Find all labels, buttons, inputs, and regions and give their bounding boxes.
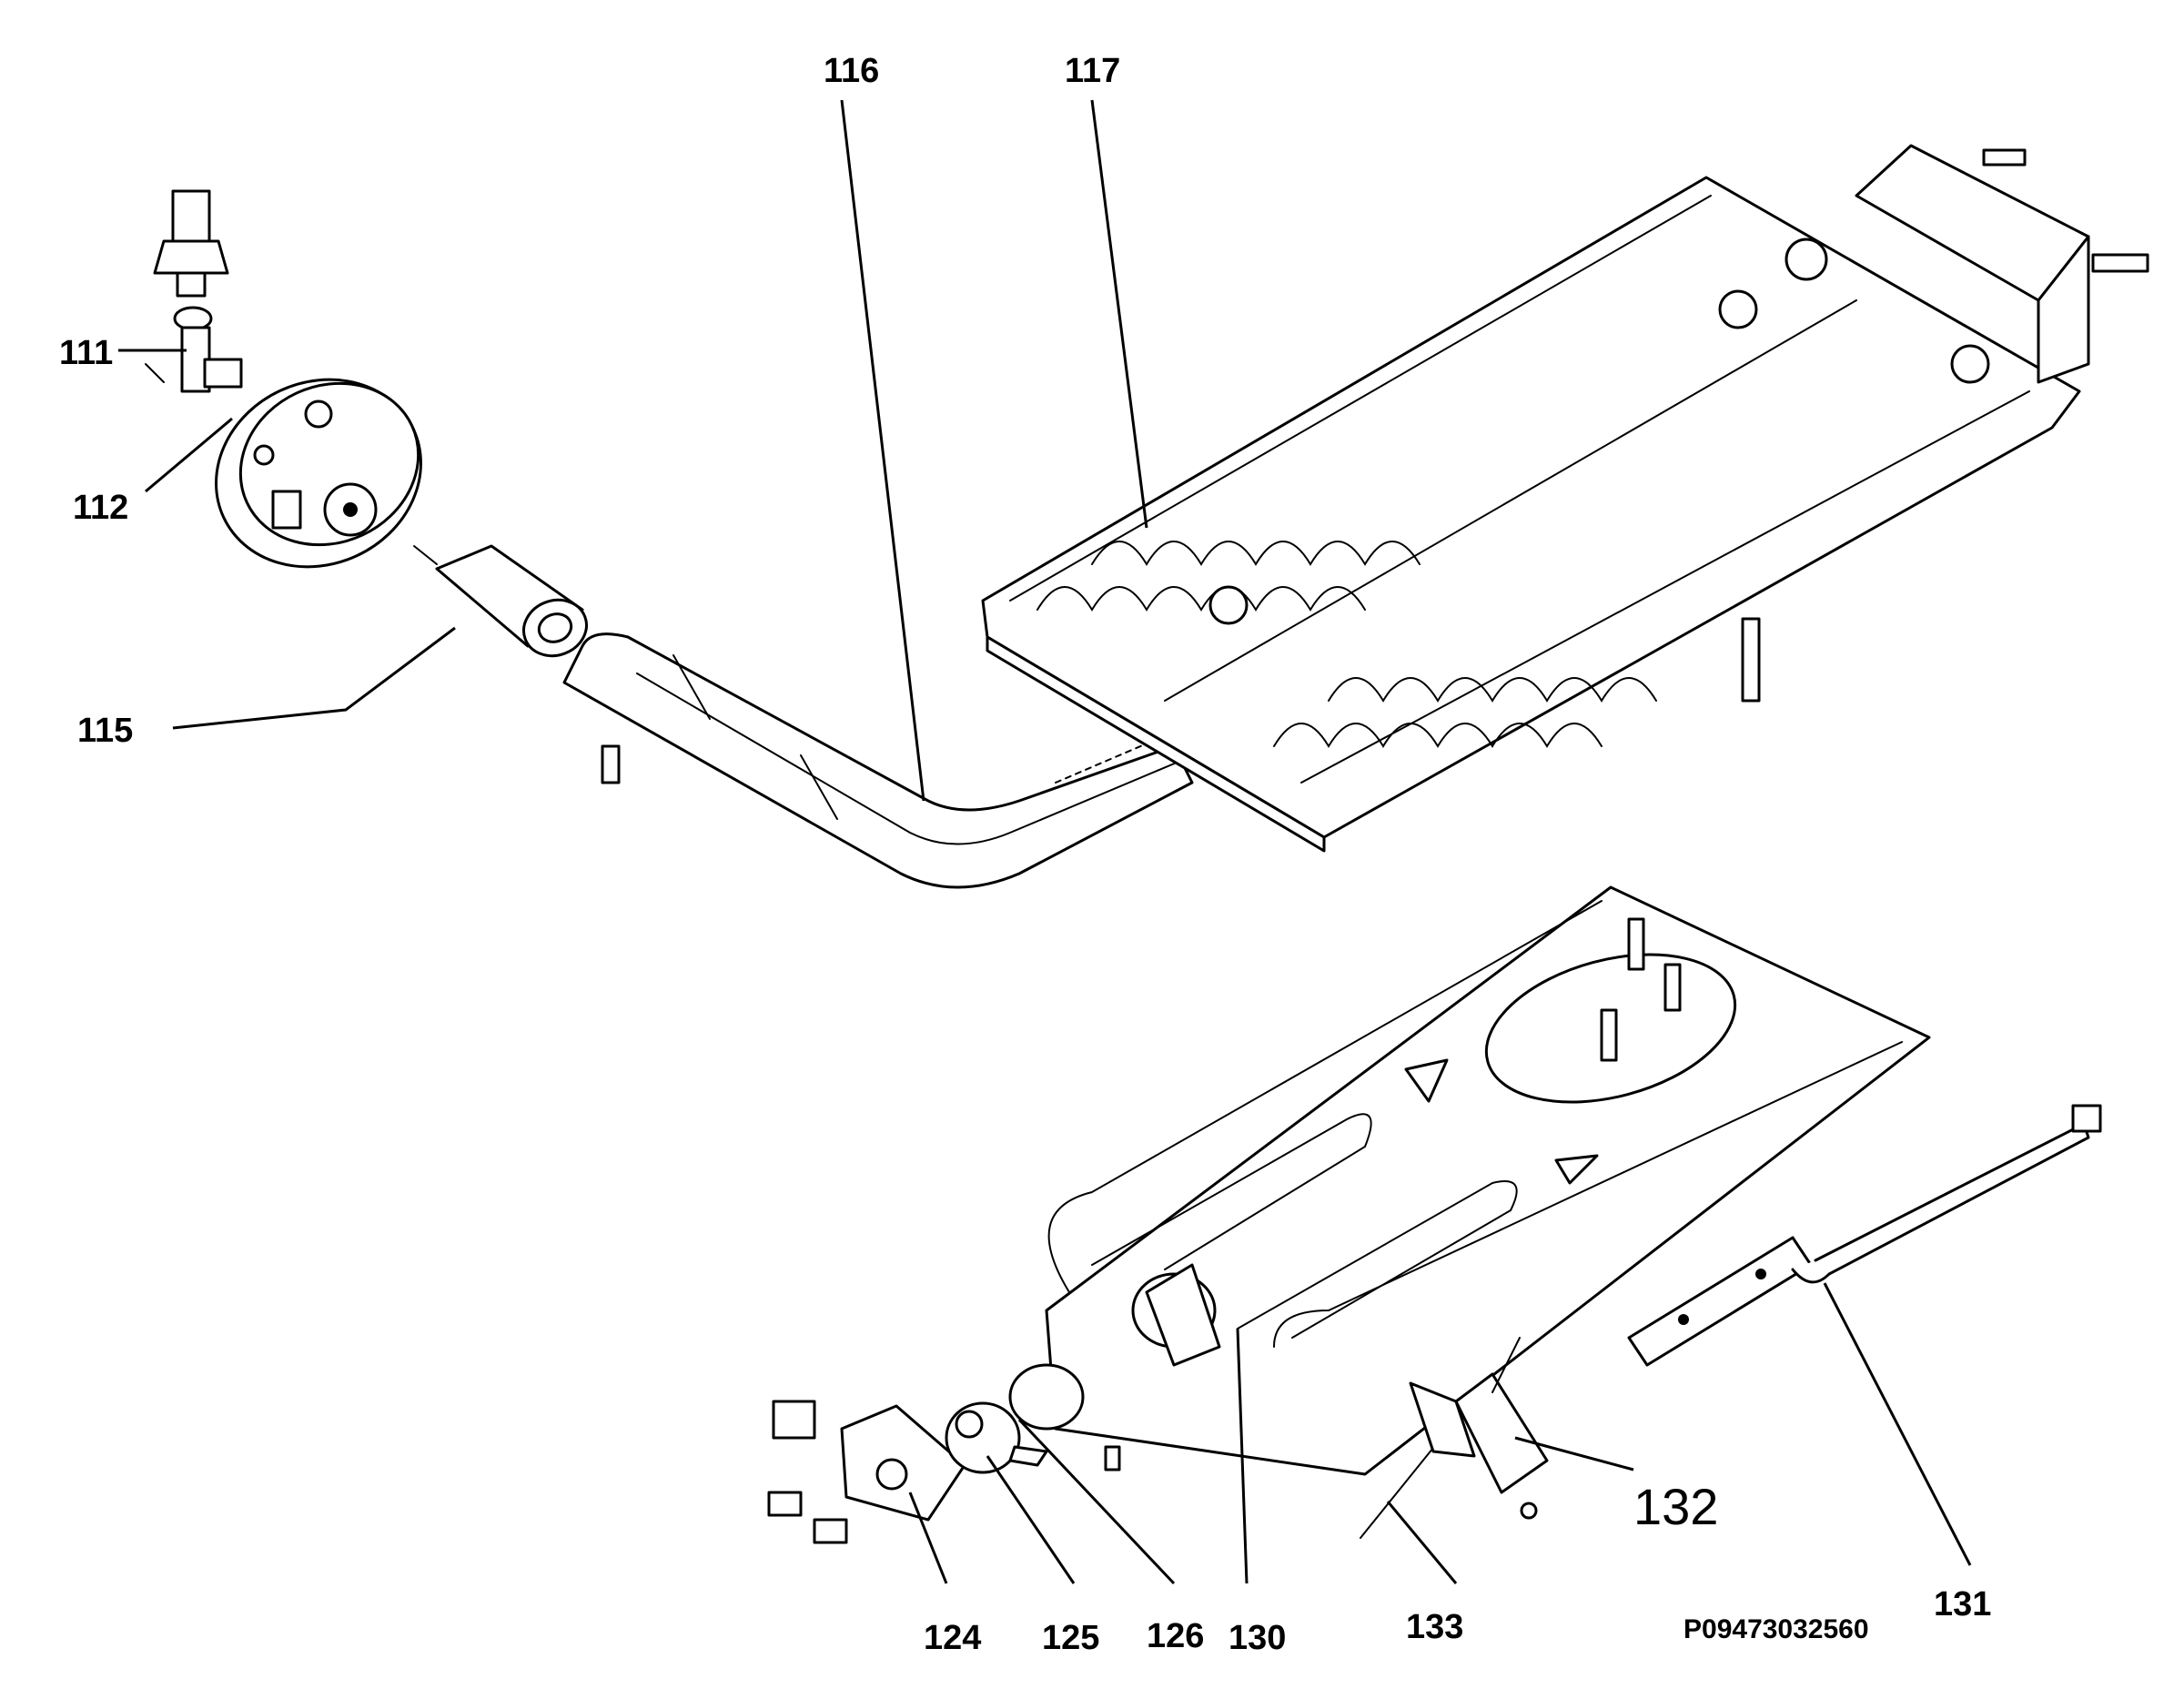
leader-lines: [118, 99, 1972, 1585]
lower-burner-tray: [1045, 885, 1931, 1476]
callout-133: 133: [1406, 1608, 1463, 1646]
gas-inlet-fitting: [145, 189, 243, 393]
orifice-126: [1008, 1363, 1121, 1471]
callout-117: 117: [1065, 52, 1120, 90]
callout-115: 115: [77, 712, 133, 750]
regulator-housing: [215, 378, 422, 569]
callout-130: 130: [1228, 1619, 1286, 1657]
electrode-133: [1360, 1381, 1476, 1539]
callout-112: 112: [73, 489, 128, 527]
upper-burner-tray: [981, 144, 2149, 853]
callout-126: 126: [1147, 1617, 1204, 1655]
callout-116: 116: [824, 52, 879, 90]
ignition-part-125: [945, 1401, 1021, 1474]
bracket-132: [1454, 1337, 1549, 1520]
callout-125: 125: [1042, 1619, 1099, 1657]
venturi-tube: [413, 544, 588, 658]
support-rod-131: [1627, 1104, 2102, 1367]
drawing-code: P09473032560: [1684, 1614, 1869, 1644]
callout-124: 124: [924, 1619, 981, 1657]
valve-bracket-124: [767, 1400, 966, 1544]
callout-131: 131: [1934, 1585, 1991, 1623]
callout-111: 111: [59, 334, 113, 372]
callout-132: 132: [1633, 1478, 1718, 1535]
